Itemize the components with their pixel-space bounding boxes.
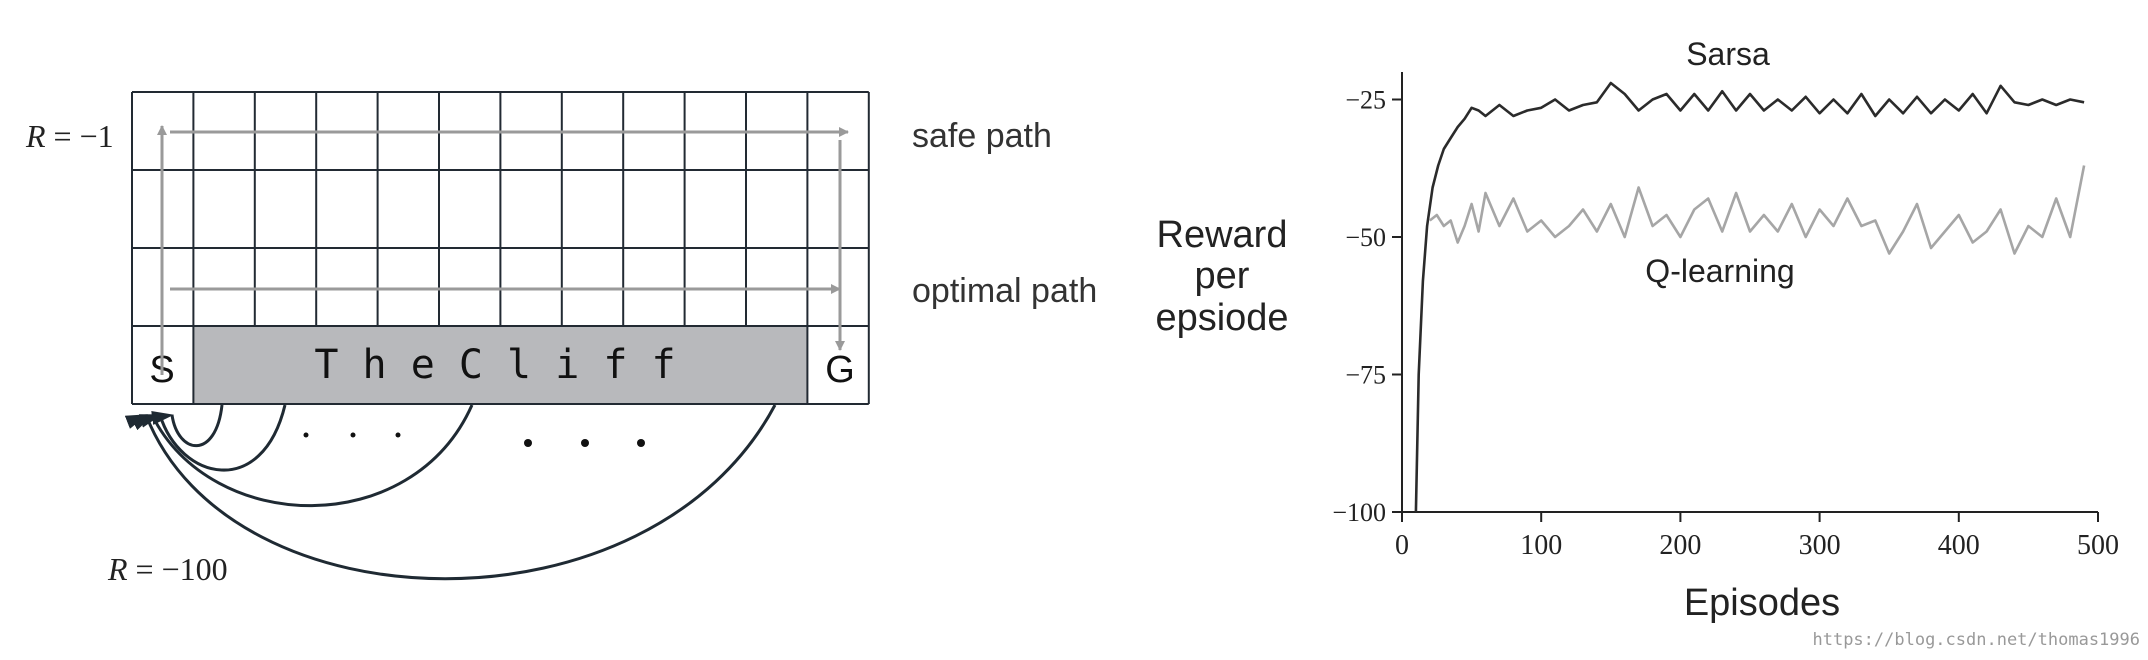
q-learning-line [1428, 165, 2086, 255]
reward-step-symbol: R [25, 118, 46, 154]
cliff-return-arc-1 [151, 404, 224, 448]
ellipsis-dot [395, 432, 401, 438]
x-tick-label: 400 [1938, 530, 1980, 561]
y-tick-label: −50 [1345, 223, 1386, 252]
x-ticks: 0 100 200 300 400 500 [1395, 512, 2119, 561]
x-axis-label: Episodes [1684, 582, 1840, 624]
x-tick-label: 0 [1395, 530, 1409, 561]
cliff-return-arc-3 [130, 404, 474, 508]
ellipsis-dot [524, 439, 532, 447]
y-tick-label: −25 [1345, 86, 1386, 115]
cliff-return-arc-2 [138, 404, 287, 472]
reward-cliff-symbol: R [107, 551, 128, 587]
x-tick-label: 300 [1799, 530, 1841, 561]
series-label-sarsa: Sarsa [1686, 36, 1770, 72]
x-tick-label: 200 [1659, 530, 1701, 561]
cliff-region [193, 326, 808, 404]
y-tick-label: −100 [1332, 498, 1386, 527]
cliff-label: T h e C l i f f [314, 342, 675, 388]
reward-step-value: = −1 [46, 118, 114, 154]
goal-label: G [825, 349, 855, 391]
cliff-return-arc-4 [124, 404, 777, 581]
x-tick-label: 500 [2077, 530, 2119, 561]
y-axis-label-line: per [1195, 255, 1250, 297]
series-lines [1414, 81, 2086, 513]
y-tick-label: −75 [1345, 361, 1386, 390]
reward-cliff-label: R = −100 [107, 551, 228, 587]
safe-path-label: safe path [912, 117, 1052, 155]
watermark: https://blog.csdn.net/thomas1996 [1812, 630, 2140, 650]
ellipsis-dot [637, 439, 645, 447]
sarsa-line [1414, 81, 2085, 513]
cliff-gridworld-diagram: T h e C l i f f S G R = −1 R = −100 safe… [25, 91, 1097, 587]
ellipsis-dot [303, 432, 309, 438]
ellipsis-dot [581, 439, 589, 447]
ellipsis-dot [350, 432, 356, 438]
x-tick-label: 100 [1520, 530, 1562, 561]
optimal-path-label: optimal path [912, 272, 1097, 310]
series-label-q-learning: Q-learning [1645, 253, 1794, 289]
reward-cliff-value: = −100 [128, 551, 228, 587]
y-ticks: −25 −50 −75 −100 [1332, 86, 1402, 527]
y-axis-label-line: Reward [1157, 214, 1288, 256]
y-axis-label-line: epsiode [1155, 297, 1288, 339]
reward-step-label: R = −1 [25, 118, 114, 154]
